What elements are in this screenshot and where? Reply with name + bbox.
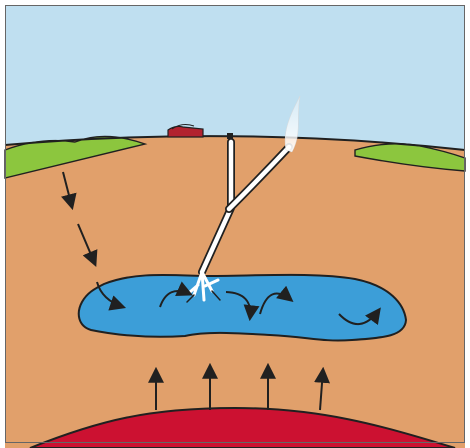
water-reservoir [79,275,406,341]
wellhead-icon [227,133,233,139]
sky [5,5,465,155]
